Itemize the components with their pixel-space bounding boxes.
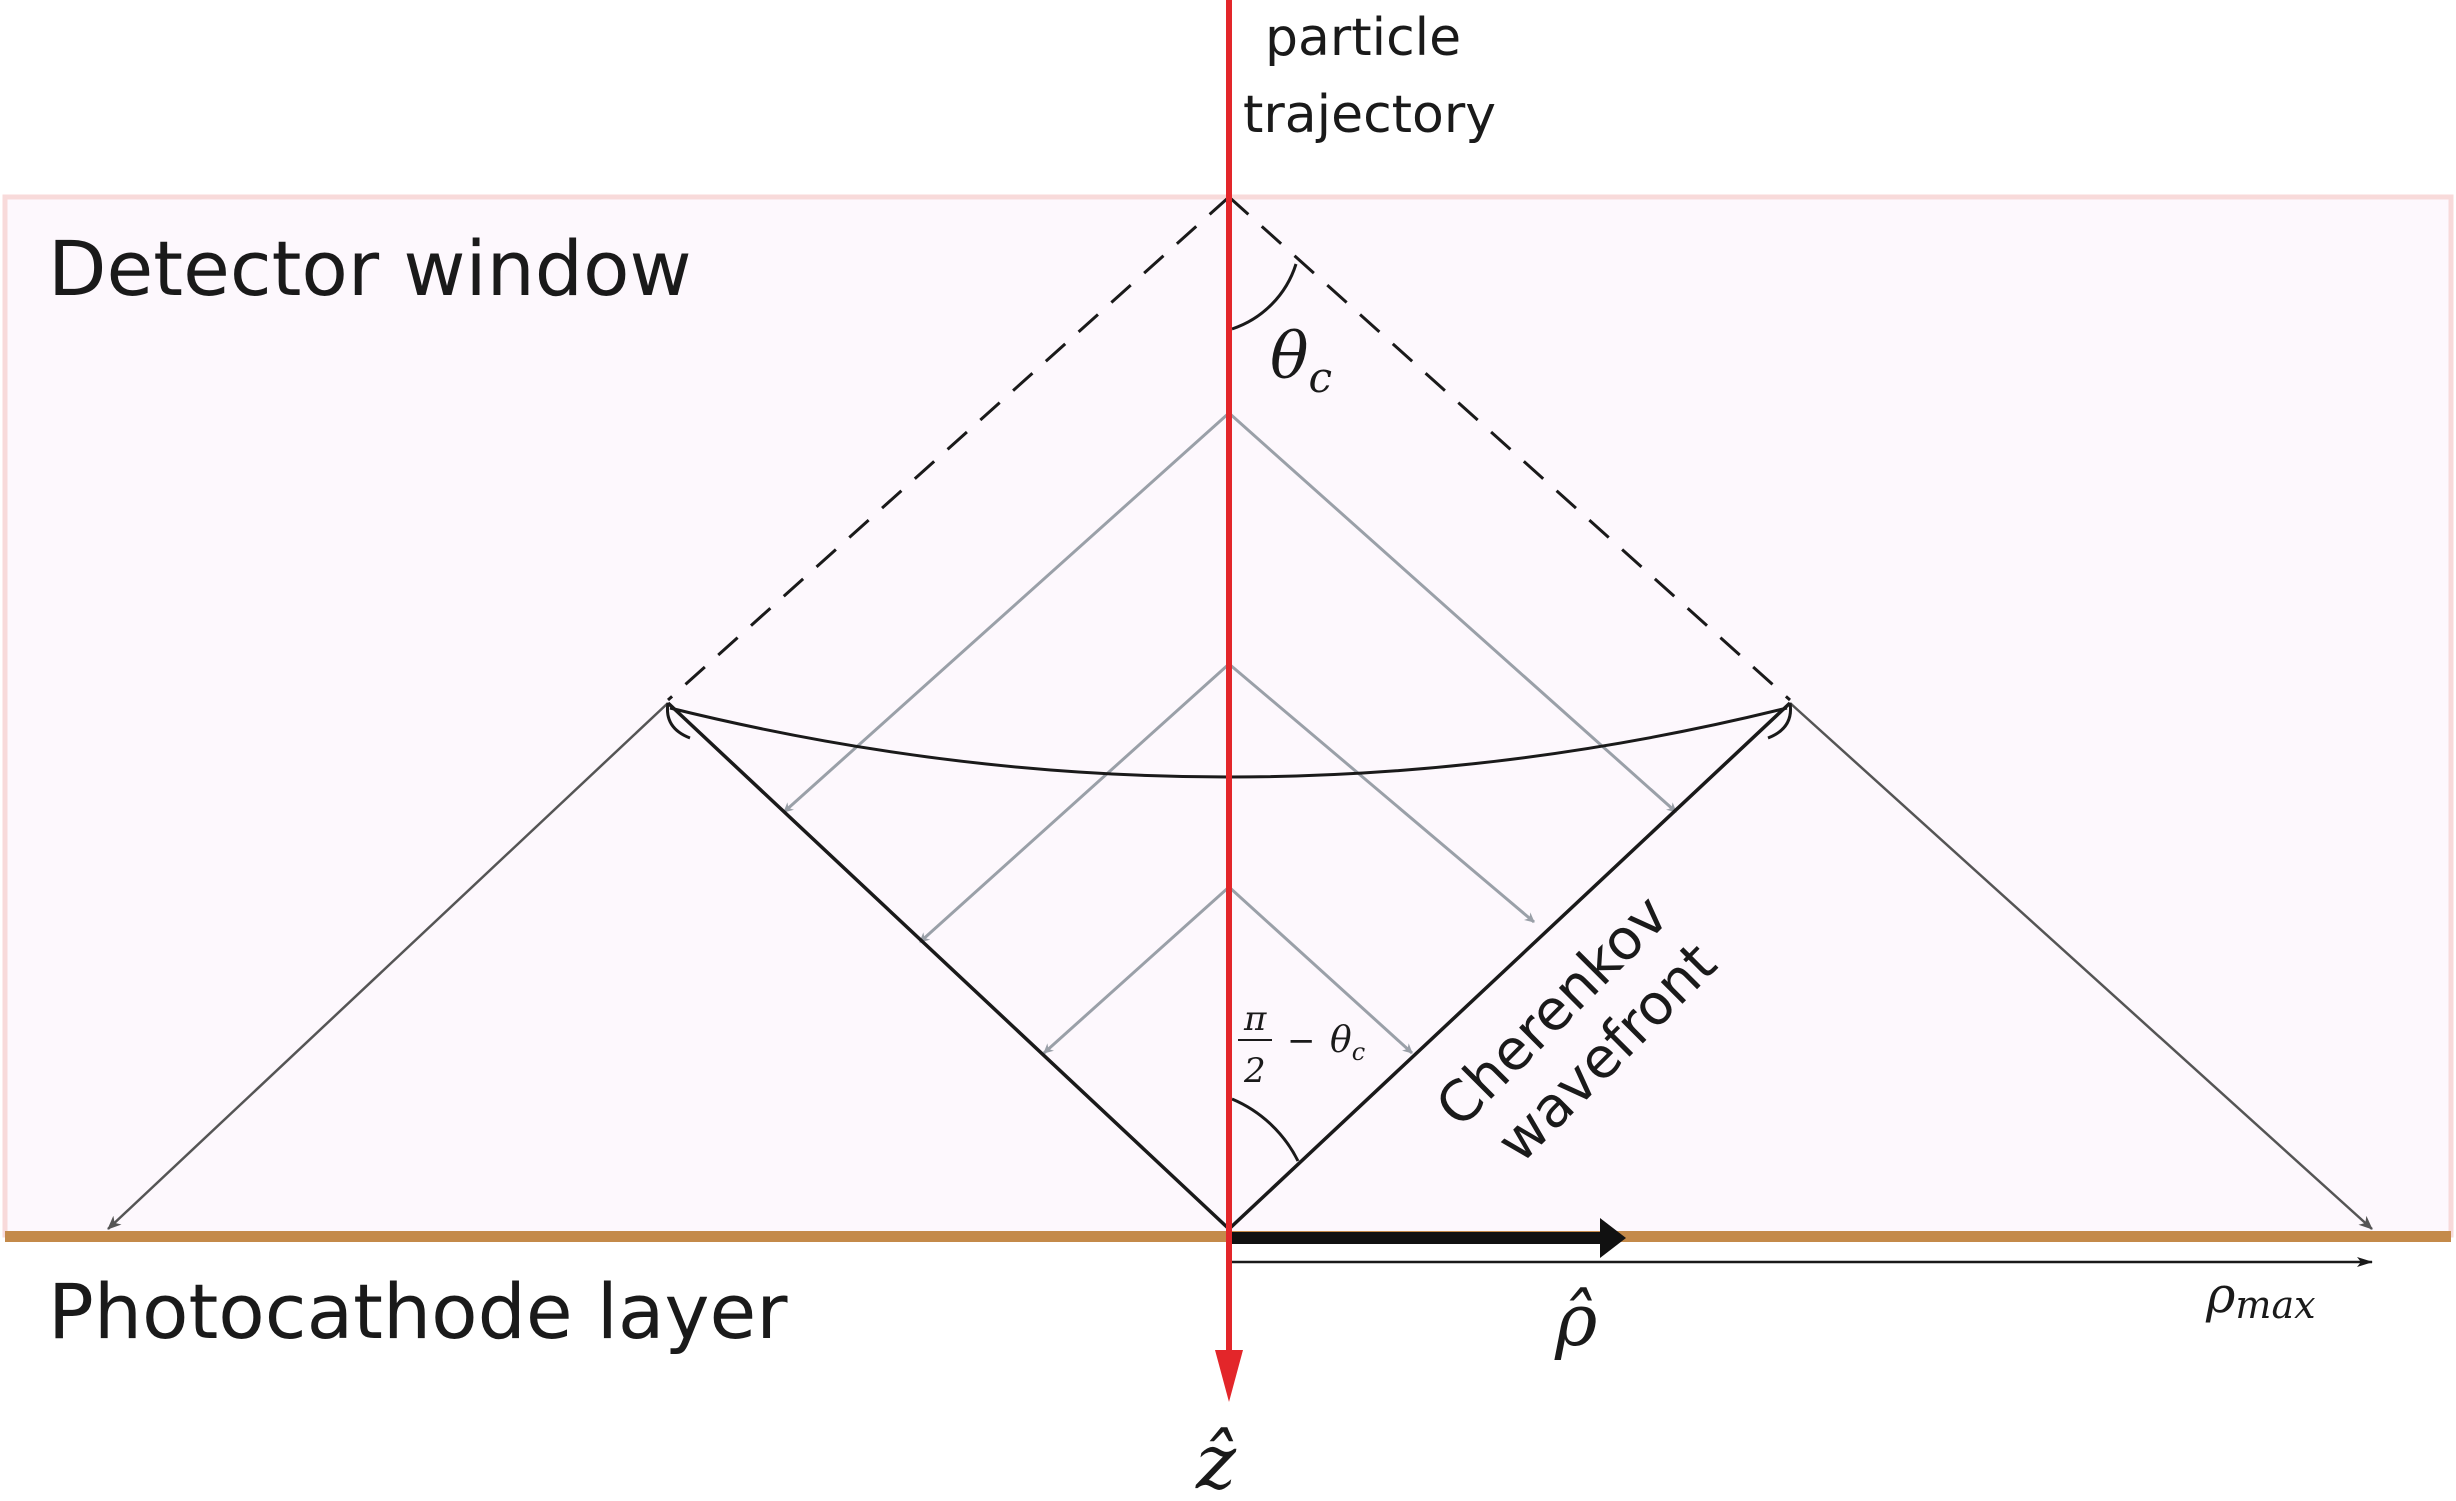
rho-hat-vector [1229,1232,1609,1244]
svg-text:θc: θc [1330,1020,1365,1066]
outer-ray-left [107,702,669,1230]
svg-text:2: 2 [1243,1051,1266,1091]
theta-c-label: θc [1270,320,1332,402]
cone-ring-right-end [1767,702,1793,740]
theta-c-arc [1231,263,1298,331]
svg-text:π: π [1243,999,1267,1039]
dashed-cone-left [666,195,1231,702]
rho-hat-arrowhead [1600,1218,1626,1258]
cone-ring-left-end [665,702,691,740]
trajectory-arrowhead [1215,1350,1243,1402]
rho-hat-label: ρ̂ [1554,1278,1597,1362]
photocathode-label: Photocathode layer [48,1267,788,1356]
outer-ray-right [1789,702,2373,1230]
dashed-cone-right [1227,195,1792,702]
trajectory-label-line2: trajectory [1243,85,1496,145]
detector-window-label: Detector window [48,224,692,313]
angle-arc-bottom [1231,1097,1300,1162]
rho-max-label: ρmax [2205,1266,2316,1327]
complementary-angle-label: π 2 − θc [1238,999,1365,1091]
svg-text:−: − [1287,1021,1316,1061]
trajectory-label-line1: particle [1265,8,1461,68]
z-hat-label: ẑ [1195,1417,1237,1501]
